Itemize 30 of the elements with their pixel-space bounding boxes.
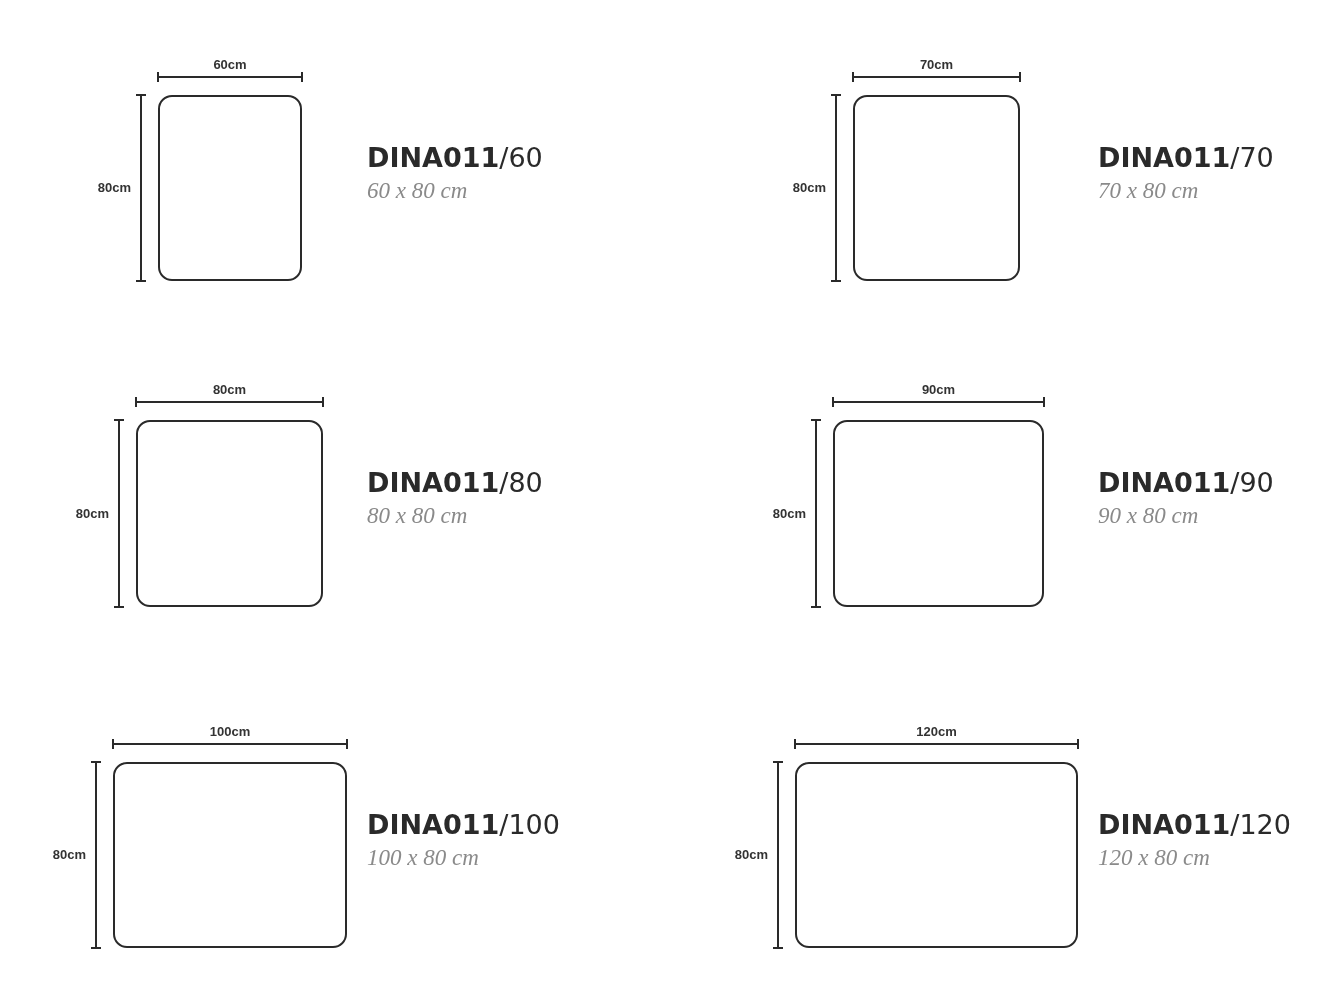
- dimension-label: 80cm: [97, 179, 131, 198]
- dimension-label: 120cm: [916, 723, 957, 741]
- dimension-label: 80cm: [792, 179, 826, 198]
- model-code: DINA011/60: [367, 141, 543, 175]
- size-text: 90 x 80 cm: [1098, 502, 1200, 530]
- dimension-label: 80cm: [772, 504, 806, 523]
- model-code: DINA011/80: [367, 466, 543, 500]
- dimension-label: 60cm: [213, 56, 247, 74]
- model-code: DINA011/100: [367, 808, 560, 842]
- dimension-label: 70cm: [919, 56, 954, 74]
- dimension-label: 80cm: [734, 846, 768, 865]
- size-rectangle: [795, 762, 1078, 948]
- size-text: 100 x 80 cm: [367, 844, 480, 872]
- size-text: 70 x 80 cm: [1098, 177, 1200, 205]
- size-text: 80 x 80 cm: [367, 502, 469, 530]
- size-rectangle: [158, 95, 302, 281]
- size-rectangle: [853, 95, 1020, 281]
- model-code: DINA011/120: [1098, 808, 1291, 842]
- dimension-label: 80cm: [75, 504, 109, 523]
- size-rectangle: [136, 420, 323, 607]
- model-code: DINA011/70: [1098, 141, 1274, 175]
- dimension-label: 100cm: [209, 723, 251, 741]
- size-rectangle: [113, 762, 347, 948]
- dimension-label: 80cm: [52, 846, 86, 865]
- size-rectangle: [833, 420, 1044, 607]
- dimension-label: 80cm: [212, 381, 247, 399]
- size-text: 120 x 80 cm: [1098, 844, 1211, 872]
- dimension-label: 90cm: [921, 381, 956, 399]
- model-code: DINA011/90: [1098, 466, 1274, 500]
- size-text: 60 x 80 cm: [367, 177, 469, 205]
